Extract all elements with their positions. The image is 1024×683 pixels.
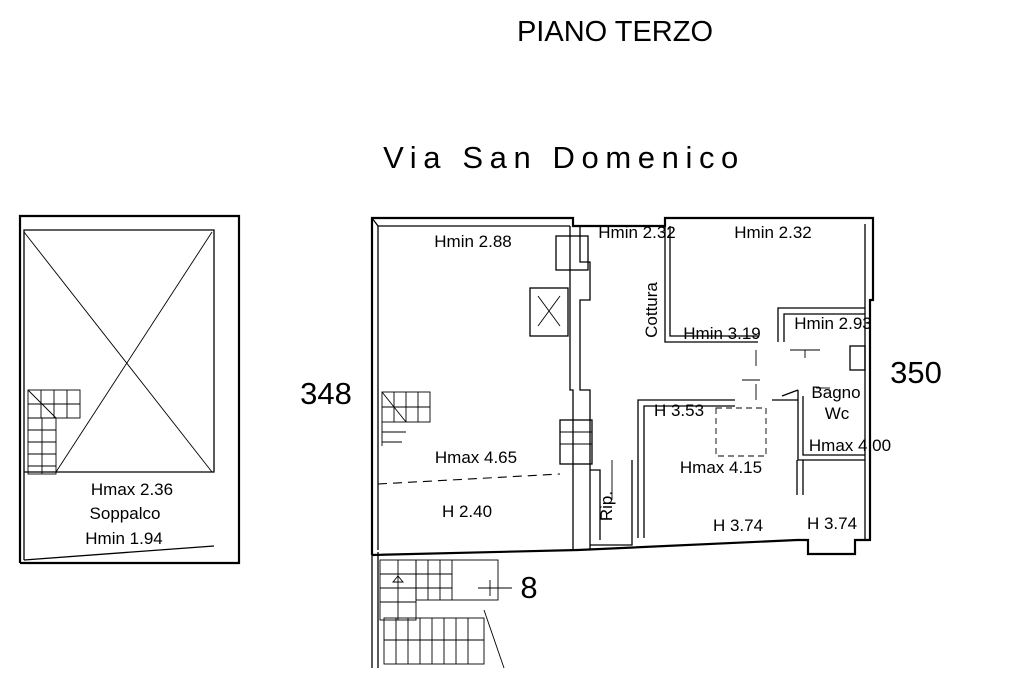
main-room-h: H 2.40 (442, 502, 492, 521)
room-hmax: Hmax 4.15 (680, 458, 762, 477)
mezzanine-hmax: Hmax 2.36 (91, 480, 173, 499)
mezzanine-hmin: Hmin 1.94 (85, 529, 162, 548)
cottura-hmin: Hmin 3.19 (683, 324, 760, 343)
plan-title: PIANO TERZO (517, 16, 713, 48)
main-room-hmin: Hmin 2.88 (434, 232, 511, 251)
apartment-stair (381, 391, 431, 446)
room-h: H 3.53 (654, 401, 704, 420)
parcel-8: 8 (520, 570, 537, 605)
parcel-350: 350 (890, 355, 942, 390)
corridor-hmin: Hmin 2.32 (598, 223, 675, 242)
top-room-hmin: Hmin 2.32 (734, 223, 811, 242)
mezzanine-stair (27, 389, 81, 475)
apartment-walls (370, 216, 875, 557)
main-room-hmax: Hmax 4.65 (435, 448, 517, 467)
rip-label: Rip. (597, 491, 616, 521)
mezzanine-block: Hmax 2.36 Soppalco Hmin 1.94 (18, 214, 241, 565)
bottom-right-h: H 3.74 (807, 514, 857, 533)
bagno-label: Bagno (811, 383, 860, 402)
parcel-348: 348 (300, 376, 352, 411)
wc-label: Wc (825, 404, 850, 423)
bath-hmin: Hmin 2.93 (794, 314, 871, 333)
bath-hmax: Hmax 4.00 (809, 436, 891, 455)
cottura-label: Cottura (642, 282, 661, 338)
bottom-room-h: H 3.74 (713, 516, 763, 535)
street-name: Via San Domenico (383, 140, 745, 175)
common-stair (371, 552, 512, 669)
mezzanine-name: Soppalco (90, 504, 161, 523)
